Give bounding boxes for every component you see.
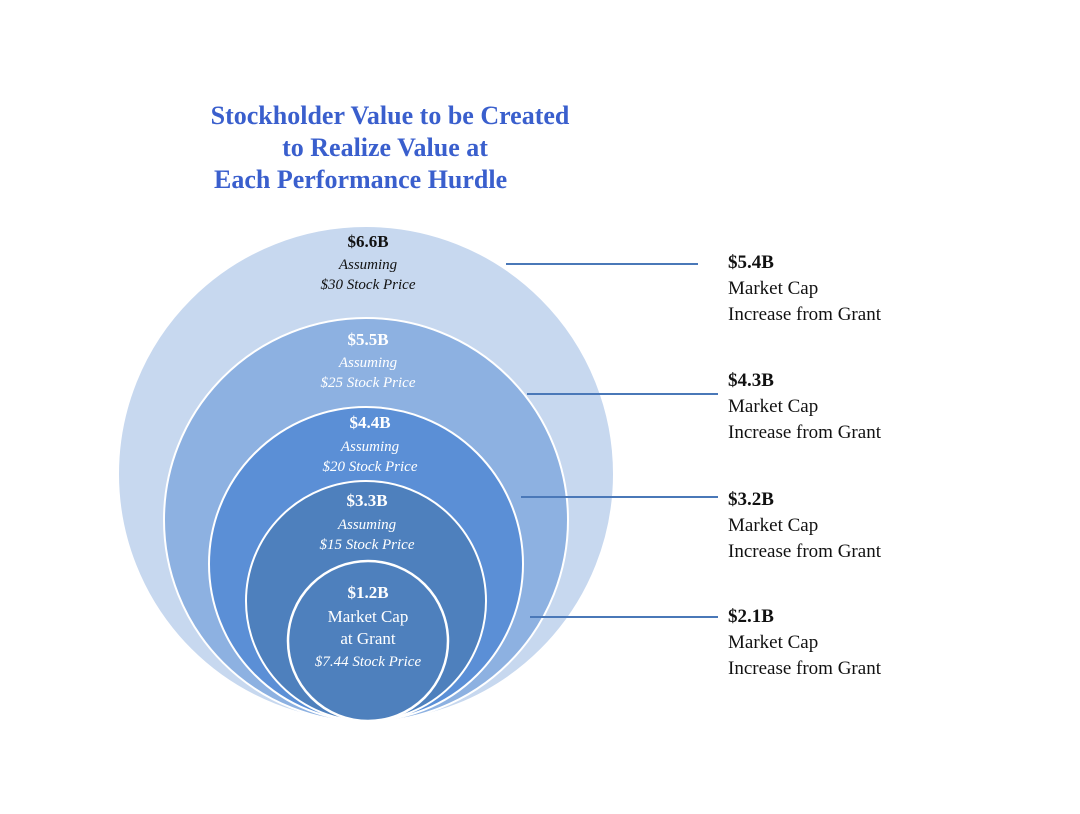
circle-4-4b-line1: Assuming bbox=[340, 439, 400, 455]
callout-5-4b-line2: Increase from Grant bbox=[728, 304, 881, 325]
circle-4-4b-line2: $20 Stock Price bbox=[323, 459, 418, 475]
circle-5-5b-value: $5.5B bbox=[347, 330, 388, 349]
callout-3-2b-line1: Market Cap bbox=[728, 515, 819, 536]
title-line-2: to Realize Value at bbox=[282, 133, 488, 162]
callout-2-1b-line2: Increase from Grant bbox=[728, 658, 881, 679]
callout-5-4b: $5.4B Market Cap Increase from Grant bbox=[728, 250, 978, 328]
circle-3-3b-line1: Assuming bbox=[337, 517, 397, 533]
circle-1-2b-line3: $7.44 Stock Price bbox=[315, 654, 422, 670]
title-line-1: Stockholder Value to be Created bbox=[210, 101, 570, 130]
callout-5-4b-value: $5.4B bbox=[728, 252, 774, 273]
circle-3-3b-line2: $15 Stock Price bbox=[320, 537, 415, 553]
circle-5-5b-line1: Assuming bbox=[338, 355, 398, 371]
title-line-3: Each Performance Hurdle bbox=[214, 165, 508, 194]
callout-4-3b: $4.3B Market Cap Increase from Grant bbox=[728, 368, 978, 446]
circle-6-6b-line1: Assuming bbox=[338, 257, 398, 273]
callout-3-2b-value: $3.2B bbox=[728, 489, 774, 510]
callout-2-1b-value: $2.1B bbox=[728, 606, 774, 627]
callout-3-2b: $3.2B Market Cap Increase from Grant bbox=[728, 487, 978, 565]
circle-3-3b-value: $3.3B bbox=[346, 491, 387, 510]
circle-1-2b-value: $1.2B bbox=[347, 583, 388, 602]
circle-6-6b-line2: $30 Stock Price bbox=[321, 277, 416, 293]
callout-4-3b-line1: Market Cap bbox=[728, 396, 819, 417]
callout-2-1b: $2.1B Market Cap Increase from Grant bbox=[728, 604, 978, 682]
callout-3-2b-line2: Increase from Grant bbox=[728, 541, 881, 562]
circle-1-2b-line1: Market Cap bbox=[328, 607, 409, 626]
callout-5-4b-line1: Market Cap bbox=[728, 278, 819, 299]
circle-4-4b-value: $4.4B bbox=[349, 413, 390, 432]
circle-1-2b bbox=[286, 559, 450, 723]
circle-5-5b-line2: $25 Stock Price bbox=[321, 375, 416, 391]
callout-2-1b-line1: Market Cap bbox=[728, 632, 819, 653]
callout-4-3b-value: $4.3B bbox=[728, 370, 774, 391]
callout-4-3b-line2: Increase from Grant bbox=[728, 422, 881, 443]
diagram-title: Stockholder Value to be Created to Reali… bbox=[180, 100, 600, 196]
circle-6-6b-value: $6.6B bbox=[347, 232, 388, 251]
circle-1-2b-line2: at Grant bbox=[340, 629, 396, 648]
